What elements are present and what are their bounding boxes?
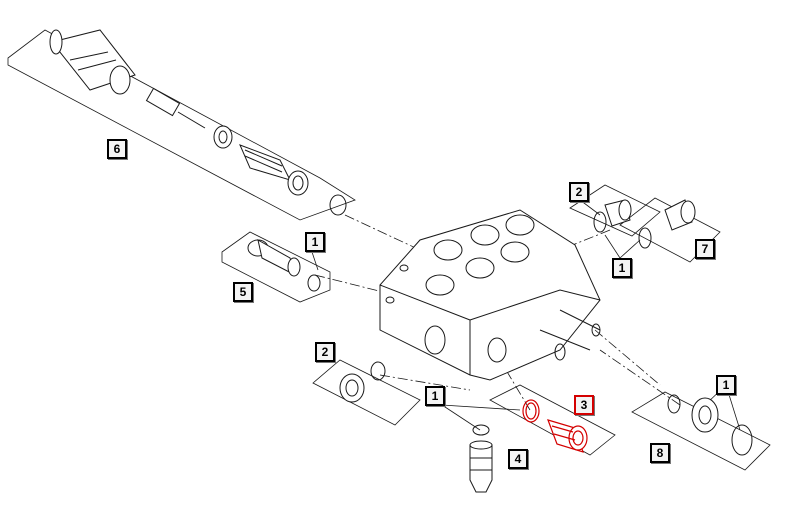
assembly-outline-6 xyxy=(7,29,356,221)
valve-body xyxy=(379,209,601,381)
leader-lines xyxy=(311,199,741,431)
part-cartridge-4 xyxy=(469,424,493,493)
assembly-outline-2-left xyxy=(312,359,421,426)
callout-4[interactable]: 4 xyxy=(508,449,528,469)
part-plug-5 xyxy=(247,239,321,292)
assembly-outline-8 xyxy=(631,391,771,471)
callout-5[interactable]: 5 xyxy=(233,282,253,302)
callout-8[interactable]: 8 xyxy=(650,443,670,463)
callout-1-near-5[interactable]: 1 xyxy=(305,232,325,252)
assembly-outline-5 xyxy=(221,231,331,303)
axis-lines xyxy=(314,214,681,411)
assembly-outline-7 xyxy=(619,197,721,263)
part-plug-2-top xyxy=(593,199,696,249)
callout-3-highlighted[interactable]: 3 xyxy=(574,395,594,415)
callout-1-near-8[interactable]: 1 xyxy=(716,375,736,395)
callout-1-near-7[interactable]: 1 xyxy=(612,258,632,278)
callout-6[interactable]: 6 xyxy=(107,139,127,159)
callout-2-left[interactable]: 2 xyxy=(315,342,335,362)
part-plug-2-left xyxy=(339,361,386,403)
part-plug-8 xyxy=(667,394,753,456)
assembly-outline-2-top xyxy=(569,184,661,237)
part-highlighted-3 xyxy=(522,399,588,453)
assembly-outline-3 xyxy=(489,384,616,456)
callout-2-top[interactable]: 2 xyxy=(569,182,589,202)
callout-7[interactable]: 7 xyxy=(695,239,715,259)
part-pilot-cylinder xyxy=(49,29,347,216)
callout-1-near-3[interactable]: 1 xyxy=(425,386,445,406)
